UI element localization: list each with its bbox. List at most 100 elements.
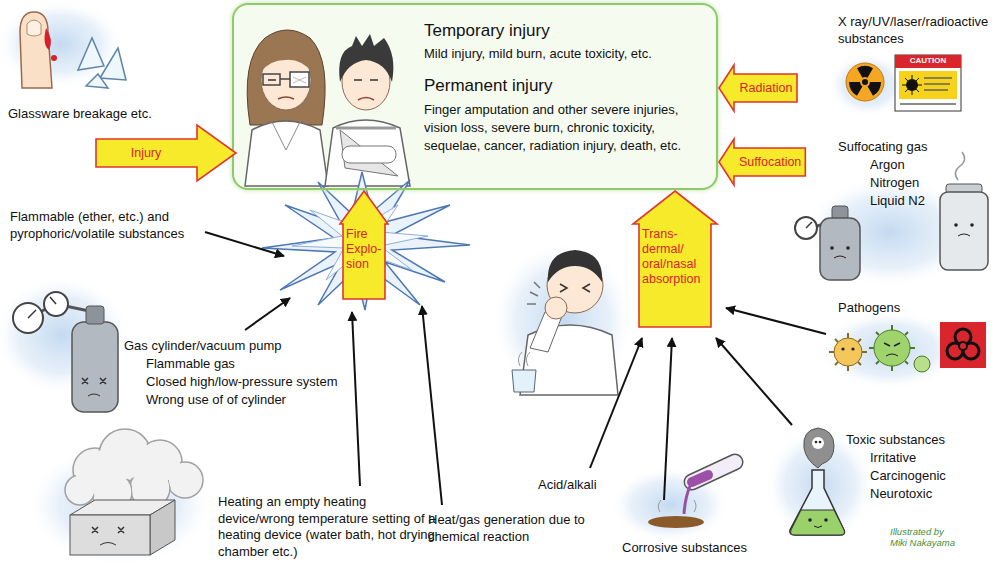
hazard-label: Acid/alkali — [538, 477, 597, 494]
injury-description: Finger amputation and other severe injur… — [424, 101, 712, 156]
finger-and-glass — [86, 74, 108, 88]
leader-arrow — [205, 232, 284, 256]
label-box: Illustrated by Miki Nakayama — [890, 526, 962, 549]
injured-people — [247, 30, 325, 125]
hazard-arrow: Radiation — [718, 64, 798, 112]
toxic-flask — [790, 428, 845, 535]
suffocation-art — [954, 223, 958, 227]
heating-device — [92, 527, 124, 533]
radiation-signs — [900, 78, 956, 104]
finger-and-glass — [45, 28, 51, 50]
suffocation-art — [795, 217, 817, 239]
label-box: Argon — [870, 157, 905, 174]
hazard-item: Neurotoxic — [870, 486, 932, 503]
injured-people — [280, 78, 290, 80]
gas-cylinder — [44, 292, 68, 316]
glow-spots — [0, 0, 978, 567]
radiation-signs — [857, 66, 873, 78]
gas-cylinder — [86, 306, 104, 324]
radiation-signs — [895, 55, 961, 111]
label-box: Neurotoxic — [870, 486, 932, 503]
hazard-arrow: Suffocation — [718, 138, 806, 186]
corrosive-tube — [692, 462, 735, 482]
text-group: Trans- dermal/ oral/nasal absorption — [642, 227, 708, 287]
hazard-label: Suffocating gas — [838, 139, 927, 156]
leader-arrow — [352, 312, 360, 486]
suffocation-art — [820, 218, 860, 280]
label-box: Flammable gas — [146, 356, 235, 373]
outcome-panel: Temporary injuryMild injury, mild burn, … — [232, 3, 718, 190]
radiation-signs — [902, 75, 922, 95]
text-group: Temporary injuryMild injury, mild burn, … — [424, 21, 712, 156]
arrow-label: Suffocation — [739, 155, 801, 170]
label-box: Irritative — [870, 450, 916, 467]
arrow-label: Radiation — [740, 81, 793, 96]
radiation-signs — [899, 71, 957, 99]
coughing-person — [512, 250, 618, 395]
gas-cylinder — [28, 310, 36, 318]
corrosive-tube — [692, 462, 735, 482]
hazard-item: Closed high/low-pressure system — [146, 374, 337, 391]
label-box: Gas cylinder/vacuum pump — [124, 338, 282, 355]
label-box: Nitrogen — [870, 175, 919, 192]
radiation-signs — [846, 55, 961, 111]
hazard-item: Wrong use of of cylinder — [146, 392, 286, 409]
hazard-label: Flammable (ether, etc.) and pyrophoric/v… — [10, 209, 215, 243]
finger-and-glass — [51, 55, 57, 61]
label-box: Glassware breakage etc. — [8, 106, 152, 123]
toxic-flask — [804, 428, 834, 468]
injured-people — [263, 74, 280, 85]
suffocation-art — [955, 152, 964, 180]
injured-people — [278, 97, 294, 99]
suffocation-art — [795, 152, 988, 280]
injured-people — [261, 46, 312, 72]
gas-cylinder — [50, 297, 56, 304]
label-box: Carcinogenic — [870, 468, 946, 485]
arrow-outline — [95, 124, 237, 182]
toxic-flask — [815, 441, 818, 444]
glow-spot — [491, 240, 635, 400]
arrow-label: Fire Explo- sion — [346, 227, 382, 272]
label-box: Pathogens — [838, 300, 900, 317]
label-box: Liquid N2 — [870, 193, 925, 210]
text-group: Injury — [131, 146, 162, 161]
text-group: Radiation — [740, 81, 793, 96]
finger-and-glass — [100, 48, 126, 80]
pathogens-art — [886, 354, 898, 356]
gas-cylinder — [13, 303, 43, 333]
toxic-flask — [790, 470, 845, 535]
heating-device — [100, 543, 116, 546]
text-group: Fire Explo- sion — [346, 227, 382, 272]
finger-and-glass — [78, 38, 104, 70]
label-box: Suffocating gas — [838, 139, 927, 156]
coughing-person — [527, 282, 540, 304]
toxic-flask — [808, 518, 812, 522]
explosion-burst — [262, 172, 470, 310]
leader-arrow — [716, 338, 792, 425]
label-box: X ray/UV/laser/radioactive substances — [838, 14, 996, 48]
corrosive-tube — [684, 486, 690, 514]
coughing-person — [518, 352, 530, 366]
corrosive-tube — [648, 462, 735, 528]
hazard-arrow: Trans- dermal/ oral/nasal absorption — [632, 190, 718, 328]
finger-and-glass — [27, 20, 41, 36]
radiation-signs — [849, 82, 863, 96]
injured-people — [358, 98, 374, 101]
panel-fill — [232, 3, 718, 190]
injury-heading: Permanent injury — [424, 76, 712, 96]
injured-people — [336, 127, 396, 130]
injured-people — [272, 122, 300, 150]
finger-and-glass — [20, 12, 126, 88]
injured-people — [245, 30, 410, 186]
hazard-label: X ray/UV/laser/radioactive substances — [838, 14, 996, 48]
suffocation-art — [834, 256, 846, 258]
hazard-item: Nitrogen — [870, 175, 919, 192]
injured-people — [293, 77, 306, 83]
hazard-label: Pathogens — [838, 300, 900, 317]
heating-device — [150, 500, 175, 555]
hazard-label: Heating an empty heating device/wrong te… — [218, 494, 444, 560]
suffocation-art — [830, 246, 834, 250]
injured-people — [342, 146, 396, 163]
pathogens-art — [959, 342, 967, 350]
hazard-item: Flammable gas — [146, 356, 235, 373]
